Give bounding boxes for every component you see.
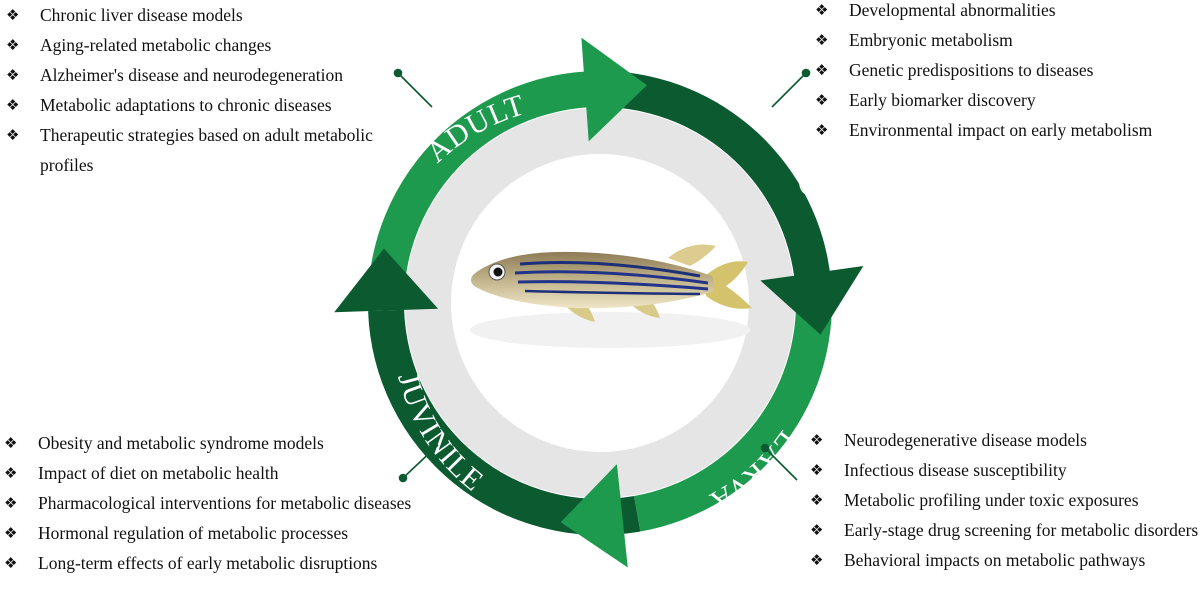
diamond-bullet-icon: ❖ [815, 1, 829, 19]
connector-dot-juvenile [398, 473, 408, 483]
diamond-bullet-icon: ❖ [810, 491, 824, 509]
list-item: ❖ Environmental impact on early metabolis… [815, 115, 1200, 145]
list-item-text: Metabolic profiling under toxic exposure… [844, 490, 1139, 510]
diamond-bullet-icon: ❖ [4, 524, 18, 542]
zebrafish-icon [470, 244, 752, 348]
connector-juvenile [402, 444, 439, 479]
diamond-bullet-icon: ❖ [6, 126, 20, 144]
list-item-text: Alzheimer's disease and neurodegeneratio… [40, 65, 343, 85]
diamond-bullet-icon: ❖ [810, 461, 824, 479]
larva-arrowhead [560, 464, 628, 568]
list-item: ❖ Early-stage drug screening for metaboli… [810, 515, 1200, 545]
diamond-bullet-icon: ❖ [815, 61, 829, 79]
list-item: ❖ Early biomarker discovery [815, 85, 1200, 115]
list-item: ❖ Aging-related metabolic changes [6, 30, 406, 60]
connector-embryo [771, 72, 807, 108]
diamond-bullet-icon: ❖ [4, 554, 18, 572]
list-item: ❖ Alzheimer's disease and neurodegenerati… [6, 60, 406, 90]
diamond-bullet-icon: ❖ [6, 36, 20, 54]
embryo-applications-list: ❖ Developmental abnormalities ❖ Embryonic m… [815, 0, 1200, 145]
diamond-bullet-icon: ❖ [810, 431, 824, 449]
list-item: ❖ Metabolic profiling under toxic exposur… [810, 485, 1200, 515]
list-item: ❖ Infectious disease susceptibility [810, 455, 1200, 485]
connector-larva [764, 447, 798, 481]
list-item-text: Embryonic metabolism [849, 30, 1013, 50]
list-item-text: Metabolic adaptations to chronic disease… [40, 95, 332, 115]
diamond-bullet-icon: ❖ [4, 434, 18, 452]
list-item: ❖ Hormonal regulation of metabolic proces… [4, 518, 424, 548]
cycle-arrows [334, 37, 864, 568]
list-item-text: Genetic predispositions to diseases [849, 60, 1094, 80]
diamond-bullet-icon: ❖ [6, 96, 20, 114]
diamond-bullet-icon: ❖ [810, 551, 824, 569]
list-item-text: Therapeutic strategies based on adult me… [40, 125, 373, 175]
list-item: ❖ Behavioral impacts on metabolic pathway… [810, 545, 1200, 575]
adult-applications-list: ❖ Chronic liver disease models ❖ Aging-rela… [6, 0, 406, 180]
juvenile-applications-list: ❖ Obesity and metabolic syndrome models ❖ I… [4, 428, 424, 578]
list-item: ❖ Metabolic adaptations to chronic diseas… [6, 90, 406, 120]
list-item: ❖ Long-term effects of early metabolic di… [4, 548, 424, 578]
diamond-bullet-icon: ❖ [810, 521, 824, 539]
list-item: ❖ Pharmacological interventions for metab… [4, 488, 424, 518]
list-item: ❖ Obesity and metabolic syndrome models [4, 428, 424, 458]
list-item: ❖ Impact of diet on metabolic health [4, 458, 424, 488]
list-item-text: Neurodegenerative disease models [844, 430, 1087, 450]
diamond-bullet-icon: ❖ [815, 121, 829, 139]
larva-applications-list: ❖ Neurodegenerative disease models ❖ Infect… [810, 425, 1200, 575]
list-item: ❖ Chronic liver disease models [6, 0, 406, 30]
list-item-text: Early-stage drug screening for metabolic… [844, 520, 1199, 540]
list-item-text: Developmental abnormalities [849, 0, 1056, 20]
list-item-text: Aging-related metabolic changes [40, 35, 272, 55]
list-item-text: Early biomarker discovery [849, 90, 1036, 110]
adult-arrowhead [581, 37, 647, 142]
diamond-bullet-icon: ❖ [815, 31, 829, 49]
diamond-bullet-icon: ❖ [4, 494, 18, 512]
list-item-text: Behavioral impacts on metabolic pathways [844, 550, 1146, 570]
list-item: ❖ Developmental abnormalities [815, 0, 1200, 25]
diamond-bullet-icon: ❖ [4, 464, 18, 482]
diamond-bullet-icon: ❖ [6, 6, 20, 24]
list-item: ❖ Neurodegenerative disease models [810, 425, 1200, 455]
list-item-text: Infectious disease susceptibility [844, 460, 1067, 480]
list-item-text: Chronic liver disease models [40, 5, 243, 25]
juvenile-arrowhead [334, 248, 439, 313]
connector-dot-larva [760, 443, 770, 453]
list-item-text: Pharmacological interventions for metabo… [38, 493, 412, 513]
list-item: ❖ Therapeutic strategies based on adult m… [6, 120, 406, 180]
list-item: ❖ Genetic predispositions to diseases [815, 55, 1200, 85]
connector-dot-adult [393, 68, 403, 78]
list-item-text: Long-term effects of early metabolic dis… [38, 553, 378, 573]
diamond-bullet-icon: ❖ [6, 66, 20, 84]
list-item-text: Hormonal regulation of metabolic process… [38, 523, 349, 543]
list-item-text: Environmental impact on early metabolism [849, 120, 1153, 140]
list-item: ❖ Embryonic metabolism [815, 25, 1200, 55]
connector-dot-embryo [801, 68, 811, 78]
list-item-text: Impact of diet on metabolic health [38, 463, 279, 483]
connector-adult [397, 72, 433, 108]
list-item-text: Obesity and metabolic syndrome models [38, 433, 324, 453]
embryo-arrowhead [760, 266, 864, 335]
diamond-bullet-icon: ❖ [815, 91, 829, 109]
